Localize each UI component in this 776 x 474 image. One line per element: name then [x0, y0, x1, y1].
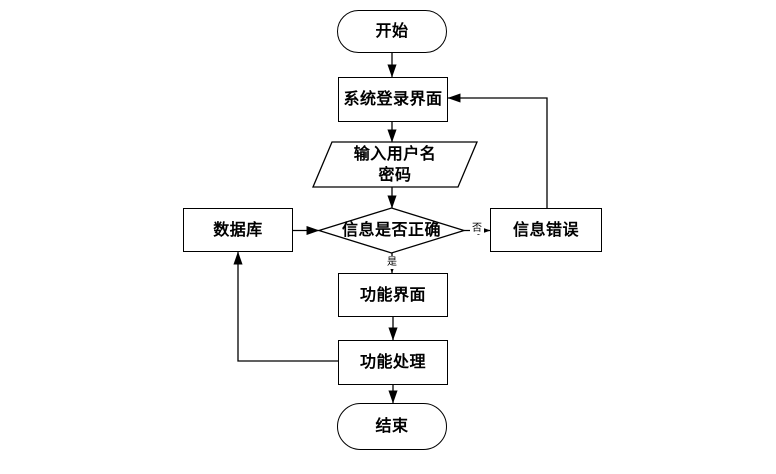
- node-input-username-password: 输入用户名 密码: [353, 145, 437, 184]
- node-end: 结束: [337, 403, 447, 450]
- node-login-screen: 系统登录界面: [338, 77, 448, 122]
- edge-label-no: 否: [470, 222, 484, 234]
- input-parallelogram-shape: [312, 141, 478, 188]
- edge-funcprocess-to-database: [233, 251, 338, 362]
- node-start: 开始: [337, 10, 447, 53]
- edge-error-to-login-feedback: [447, 93, 548, 208]
- edge-label-yes: 是: [385, 256, 399, 269]
- node-function-process: 功能处理: [338, 340, 448, 385]
- node-function-ui: 功能界面: [338, 273, 448, 317]
- node-info-error: 信息错误: [490, 208, 602, 252]
- decision-diamond-shape: [316, 207, 467, 254]
- node-decision-info-correct: 信息是否正确: [341, 222, 441, 239]
- node-database: 数据库: [183, 208, 293, 252]
